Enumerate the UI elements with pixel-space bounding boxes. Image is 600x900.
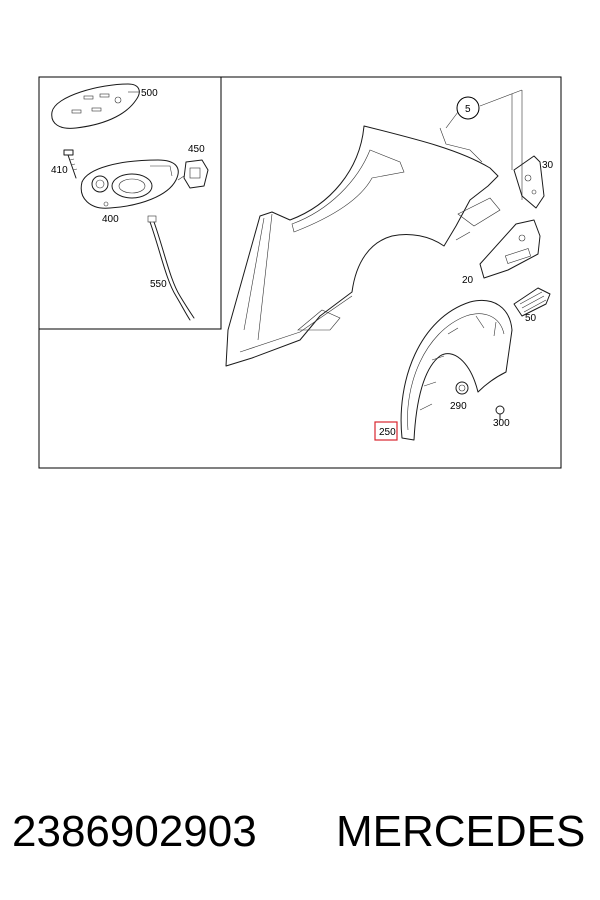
callout-20: 20 xyxy=(462,275,474,286)
callout-290: 290 xyxy=(450,401,467,412)
part-5-leader xyxy=(445,89,523,200)
callout-550: 550 xyxy=(150,279,167,290)
inset-frame xyxy=(38,76,222,330)
callout-5-circle xyxy=(456,96,480,120)
brand-name: MERCEDES xyxy=(336,807,586,856)
part-300-clip xyxy=(495,405,505,421)
part-450-actuator xyxy=(177,159,209,189)
part-500-cover-plate xyxy=(51,83,140,129)
callout-410: 410 xyxy=(51,165,68,176)
callout-300: 300 xyxy=(493,418,510,429)
part-290-plug xyxy=(455,381,469,395)
footer: 2386902903 MERCEDES xyxy=(0,800,600,864)
callout-450: 450 xyxy=(188,144,205,155)
part-400-filler-housing xyxy=(80,159,179,209)
callout-30: 30 xyxy=(542,160,554,171)
part-250-wheel-arch-liner xyxy=(400,300,513,441)
part-550-drain-hose xyxy=(147,215,195,321)
callout-250-highlight xyxy=(374,421,398,441)
callout-5: 5 xyxy=(465,104,471,115)
part-50-grille xyxy=(513,287,551,317)
part-number: 2386902903 xyxy=(12,807,257,856)
callout-50: 50 xyxy=(525,313,537,324)
callout-250: 250 xyxy=(379,427,396,438)
callout-400: 400 xyxy=(102,214,119,225)
part-quarter-panel xyxy=(225,125,501,367)
part-30-bracket xyxy=(513,155,545,209)
part-20-reinforcement xyxy=(479,219,541,279)
callout-500: 500 xyxy=(141,88,158,99)
part-410-screw xyxy=(63,149,78,179)
